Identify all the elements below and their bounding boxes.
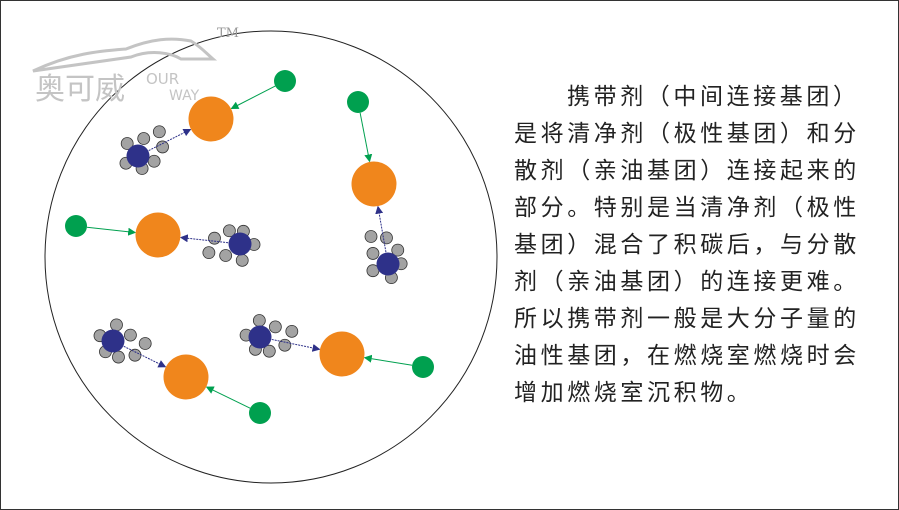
description-line: 散剂（亲油基团）连接起来的	[514, 158, 860, 184]
oil-soluble-atom	[137, 132, 151, 145]
svg-text:TM: TM	[217, 26, 239, 41]
polar-link-arrow	[363, 354, 413, 366]
oil-soluble-atom	[364, 230, 378, 243]
description-line: 基团）混合了积碳后，与分散	[514, 232, 860, 258]
carrier-molecule	[119, 70, 296, 175]
carrier-molecule	[239, 314, 434, 378]
description-text: 携带剂（中间连接基团） 是将清净剂（极性基团）和分散剂（亲油基团）连接起来的部分。…	[514, 79, 874, 412]
oil-soluble-atom	[208, 231, 221, 245]
description-line: 增加燃烧室沉积物。	[514, 380, 754, 406]
description-line: 携带剂（中间连接基团）	[567, 84, 860, 110]
oil-soluble-atom	[268, 320, 282, 334]
oil-soluble-atom	[219, 249, 233, 262]
oil-soluble-atom	[138, 337, 152, 350]
oil-soluble-atom	[380, 231, 393, 245]
oil-soluble-atom	[252, 314, 266, 327]
dispersant-group	[376, 252, 400, 276]
dispersant-link-arrow	[123, 345, 167, 368]
carrier-core	[188, 96, 234, 142]
detergent-group	[274, 70, 296, 92]
container-circle	[44, 30, 498, 484]
dispersant-link-arrow	[148, 128, 192, 152]
dispersant-group	[248, 325, 272, 349]
detergent-group	[347, 91, 369, 113]
dispersant-link-arrow	[179, 234, 229, 244]
dispersant-link-arrow	[271, 338, 321, 352]
carrier-molecule	[93, 318, 271, 424]
polar-link-arrow	[205, 386, 251, 409]
oil-soluble-atom	[202, 246, 216, 260]
description-line: 油性基团，在燃烧室燃烧时会	[514, 343, 860, 369]
oil-soluble-atom	[152, 125, 166, 139]
detergent-group	[412, 356, 434, 378]
carrier-core	[163, 354, 209, 400]
oil-soluble-atom	[156, 140, 169, 154]
dispersant-group	[228, 232, 252, 256]
dispersant-group	[101, 329, 125, 353]
carrier-core	[135, 212, 181, 258]
oil-soluble-atom	[112, 350, 125, 364]
description-line: 剂（亲油基团）的连接更难。	[514, 269, 860, 295]
detergent-group	[65, 215, 87, 237]
svg-text:OUR: OUR	[146, 70, 179, 88]
oil-soluble-atom	[147, 154, 161, 168]
oil-soluble-atom	[278, 338, 292, 352]
description-line: 所以携带剂一般是大分子量的	[514, 306, 860, 332]
detergent-group	[249, 402, 271, 424]
brand-logo: 奥可威 OUR WAY TM	[32, 26, 239, 107]
oil-soluble-atom	[235, 253, 249, 267]
dispersant-group	[126, 144, 150, 168]
oil-soluble-atom	[120, 137, 134, 150]
carrier-core	[319, 331, 365, 377]
carrier-core	[351, 161, 397, 207]
polar-link-arrow	[86, 226, 137, 236]
carrier-molecule	[65, 212, 261, 267]
description-line: 是将清净剂（极性基团）和分	[514, 121, 860, 147]
oil-soluble-atom	[128, 348, 142, 362]
dispersant-link-arrow	[375, 205, 387, 253]
carrier-molecule	[347, 91, 408, 285]
oil-soluble-atom	[391, 243, 405, 257]
svg-text:奥可威: 奥可威	[35, 72, 125, 107]
description-line: 部分。特别是当清净剂（极性	[514, 195, 860, 221]
polar-link-arrow	[230, 85, 276, 109]
oil-soluble-atom	[222, 224, 236, 238]
oil-soluble-atom	[262, 344, 276, 358]
oil-soluble-atom	[366, 247, 380, 260]
svg-text:WAY: WAY	[169, 88, 200, 104]
oil-soluble-atom	[124, 328, 137, 342]
oil-soluble-atom	[285, 324, 299, 338]
oil-soluble-atom	[110, 318, 123, 332]
polar-link-arrow	[359, 112, 373, 163]
